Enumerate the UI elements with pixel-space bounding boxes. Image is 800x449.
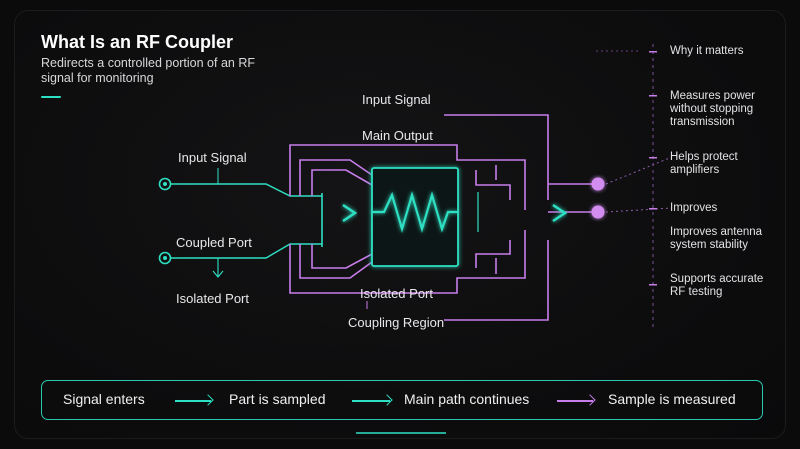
benefit-item: Measures power without stopping transmis… <box>670 90 756 128</box>
flow-arrow-icon <box>352 400 390 402</box>
flow-step: Sample is measured <box>608 391 736 407</box>
flow-arrow-icon <box>175 400 211 402</box>
label-isolated-port-left: Isolated Port <box>176 291 249 306</box>
title-accent-line <box>41 96 61 98</box>
flow-step: Signal enters <box>63 391 145 407</box>
coupled-port-node <box>158 251 172 265</box>
input-port-node <box>158 177 172 191</box>
page-title: What Is an RF Coupler <box>41 32 234 52</box>
label-main-output: Main Output <box>362 128 433 143</box>
page-subtitle: Redirects a controlled portion of an RF … <box>41 56 255 85</box>
flow-step: Main path continues <box>404 391 530 407</box>
flow-step: Part is sampled <box>229 391 326 407</box>
benefit-connectors <box>605 156 673 213</box>
benefits-heading: Why it matters <box>670 45 744 57</box>
coupling-core-box <box>371 167 459 267</box>
signal-arrowhead-right <box>552 204 568 222</box>
coupler-traces <box>289 114 549 321</box>
secondary-output-dot <box>591 205 605 219</box>
process-flow-bar <box>41 380 763 420</box>
label-isolated-port-bottom: Isolated Port <box>360 286 433 301</box>
benefit-item: Supports accurate RF testing <box>670 273 764 298</box>
label-coupling-region: Coupling Region <box>348 315 445 330</box>
label-input-signal-top: Input Signal <box>362 92 431 107</box>
benefit-item: Helps protect amplifiers <box>670 151 738 176</box>
benefit-item: Improves <box>670 202 718 214</box>
coupled-down-arrowhead <box>212 270 224 278</box>
label-input-signal-left: Input Signal <box>178 150 247 165</box>
main-output-dot <box>591 177 605 191</box>
signal-arrowhead-middle <box>342 204 358 222</box>
benefit-item: Improves antenna system stability <box>670 226 763 251</box>
benefits-rail-ticks <box>649 51 657 286</box>
flow-arrow-icon <box>557 400 593 402</box>
label-coupled-port: Coupled Port <box>176 235 252 250</box>
